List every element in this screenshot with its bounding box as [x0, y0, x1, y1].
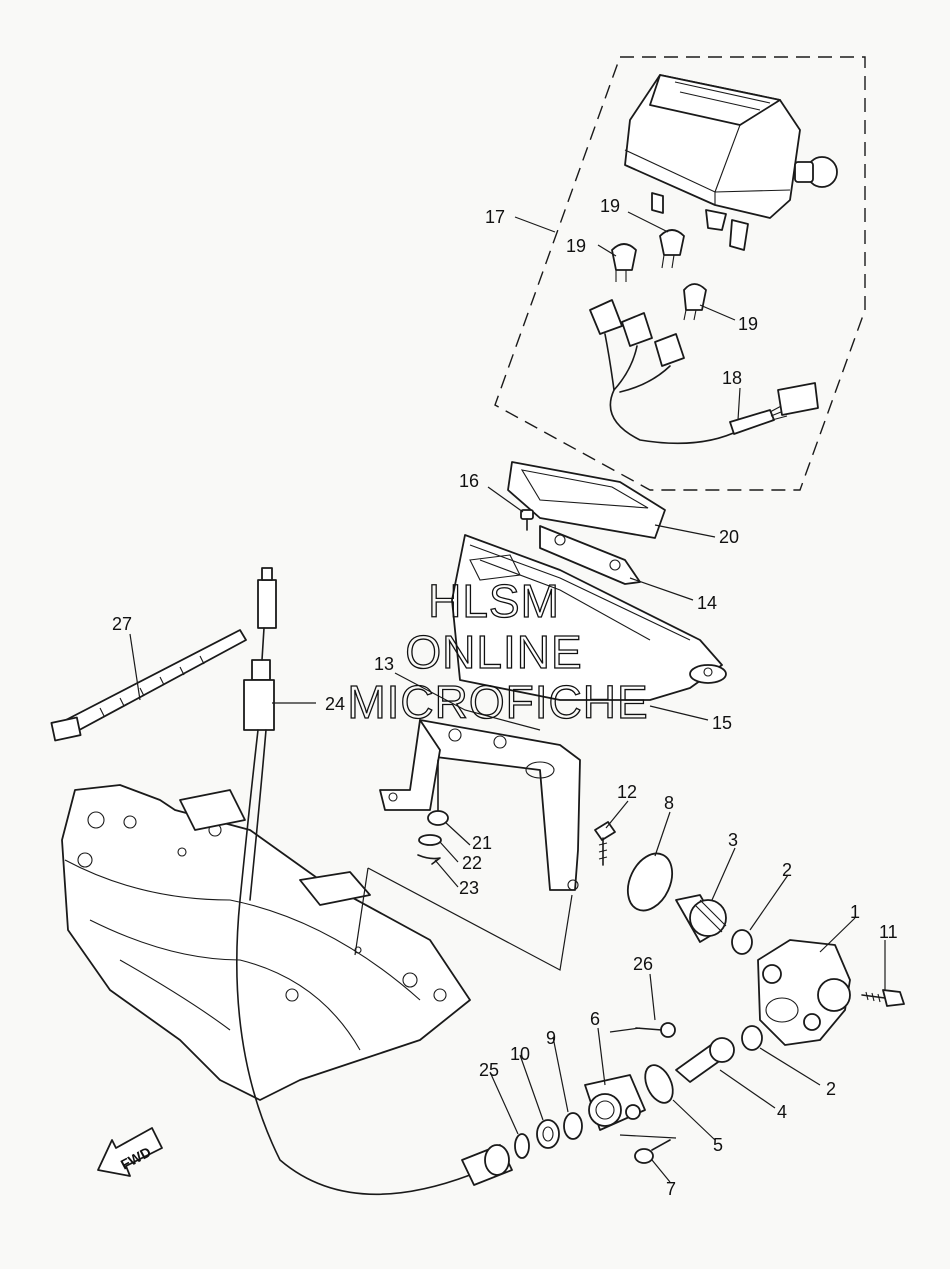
grommet-21	[427, 759, 449, 826]
callout-11: 11	[879, 922, 898, 942]
driven-gear	[675, 1037, 735, 1083]
bushing-lower	[741, 1025, 763, 1051]
o-ring-5	[644, 1064, 674, 1104]
screw-7	[634, 1139, 671, 1164]
meter-cover	[507, 461, 666, 539]
meter-bracket	[379, 719, 581, 891]
callouts: 17 19 19 19 18 16 20 14 13 27 24 15 12 8…	[112, 196, 898, 1199]
o-ring-8	[626, 852, 674, 912]
callout-21: 21	[472, 833, 492, 853]
drive-gear	[675, 894, 727, 943]
assembly-boundary	[494, 56, 866, 491]
bulb-left	[611, 243, 637, 282]
damper-plate	[539, 525, 641, 585]
callout-6: 6	[590, 1009, 600, 1029]
callout-24: 24	[325, 694, 345, 714]
callout-3: 3	[728, 830, 738, 850]
callout-19-right: 19	[738, 314, 758, 334]
callout-19-left: 19	[566, 236, 586, 256]
callout-22: 22	[462, 853, 482, 873]
gear-housing	[757, 939, 851, 1046]
callout-16: 16	[459, 471, 479, 491]
o-ring-25	[514, 1133, 530, 1159]
callout-25: 25	[479, 1060, 499, 1080]
washer-22	[418, 834, 442, 846]
clip-23	[417, 854, 441, 865]
meter-body	[624, 74, 838, 251]
sleeve-housing	[584, 1074, 646, 1131]
washer-9	[563, 1112, 583, 1140]
screw-16	[520, 509, 534, 531]
callout-26: 26	[633, 954, 653, 974]
callout-1: 1	[850, 902, 860, 922]
bulb-right	[683, 283, 707, 321]
callout-14: 14	[697, 593, 717, 613]
cable-tie	[50, 629, 247, 742]
screw-26	[635, 1022, 676, 1038]
watermark-line-2: ONLINE	[405, 626, 582, 678]
callout-15: 15	[712, 713, 732, 733]
callout-5: 5	[713, 1135, 723, 1155]
meter-case	[451, 534, 727, 701]
wire-harness	[589, 299, 819, 445]
watermark-line-1: HLSM	[428, 575, 560, 627]
callout-12: 12	[617, 782, 637, 802]
callout-4: 4	[777, 1102, 787, 1122]
callout-10: 10	[510, 1044, 530, 1064]
callout-2-lower: 2	[826, 1079, 836, 1099]
speedometer-cable	[236, 567, 513, 1195]
callout-23: 23	[459, 878, 479, 898]
frame	[61, 784, 471, 1101]
callout-2-upper: 2	[782, 860, 792, 880]
callout-20: 20	[719, 527, 739, 547]
watermark-line-3: MICROFICHE	[347, 676, 648, 728]
bolt-11	[861, 989, 905, 1007]
callout-13: 13	[374, 654, 394, 674]
callout-18: 18	[722, 368, 742, 388]
bulb-middle	[659, 229, 685, 269]
oil-seal-10	[536, 1119, 560, 1149]
callout-27: 27	[112, 614, 132, 634]
forward-arrow-icon: FWD	[97, 1127, 163, 1177]
bushing-upper	[731, 929, 753, 955]
callout-17: 17	[485, 207, 505, 227]
watermark: HLSM ONLINE MICROFICHE	[347, 574, 649, 728]
callout-9: 9	[546, 1028, 556, 1048]
bolt-12	[594, 821, 616, 866]
callout-19-top: 19	[600, 196, 620, 216]
callout-8: 8	[664, 793, 674, 813]
callout-7: 7	[666, 1179, 676, 1199]
leader-lines	[129, 211, 886, 1183]
